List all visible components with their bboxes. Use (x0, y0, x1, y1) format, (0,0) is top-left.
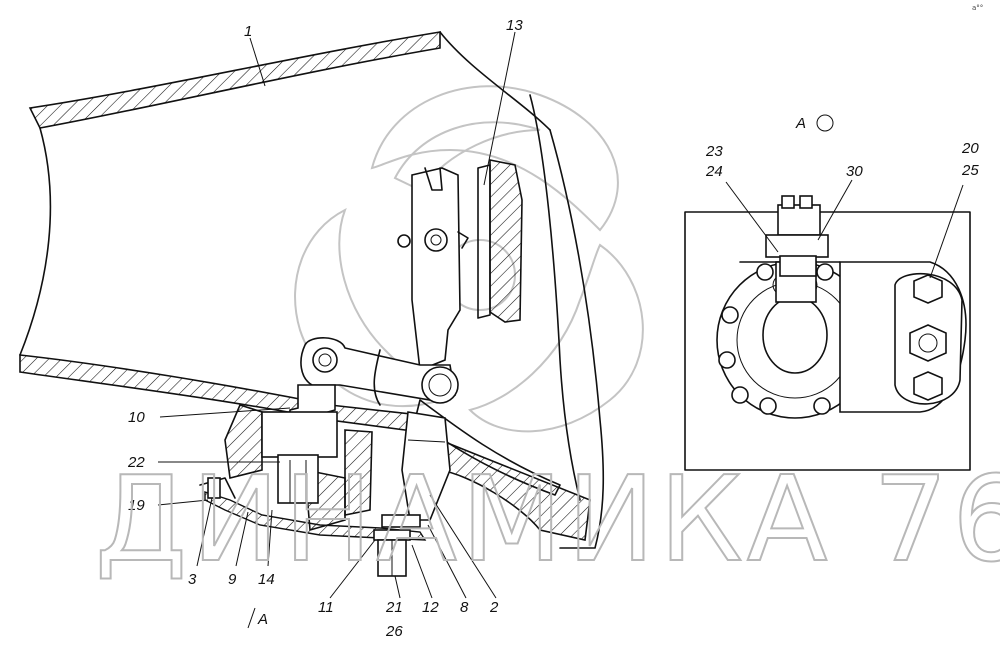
corner-mark: a°° (972, 4, 983, 12)
view-a-panel (684, 179, 971, 471)
callout-2: 2 (489, 599, 499, 616)
callout-23: 23 (705, 143, 723, 160)
callout-14: 14 (258, 571, 275, 588)
leader-lines (157, 31, 516, 629)
cover-plate (199, 477, 427, 541)
callout-21: 21 (385, 599, 403, 616)
callout-13: 13 (506, 17, 523, 34)
panel-inner-contour (529, 94, 581, 501)
callout-10: 10 (128, 409, 145, 426)
watermark-text: ДИНАМИКА 76 (95, 450, 1000, 588)
callout-labels: 1 13 10 22 19 3 9 14 11 21 26 12 8 2 23 … (127, 17, 979, 640)
callout-25: 25 (961, 162, 979, 179)
callout-24: 24 (705, 163, 723, 180)
callout-8: 8 (460, 599, 469, 616)
callout-9: 9 (228, 571, 237, 588)
view-indicator-circle (816, 114, 834, 132)
bolt-assembly (373, 514, 421, 577)
callout-20: 20 (961, 140, 979, 157)
callout-22: 22 (127, 454, 145, 471)
callout-11: 11 (318, 599, 334, 616)
section-a-label: A (257, 611, 268, 628)
callout-1: 1 (244, 23, 252, 40)
pedal-arm (397, 167, 469, 372)
callout-3: 3 (188, 571, 197, 588)
panel-contour (549, 129, 605, 549)
view-a-label: A (795, 115, 806, 132)
push-lever (300, 337, 459, 406)
switch-housing (401, 411, 451, 521)
pressure-switch (765, 195, 829, 277)
callout-26: 26 (385, 623, 403, 640)
side-bracket (839, 261, 967, 413)
pedal-pad (477, 159, 523, 323)
callout-30: 30 (846, 163, 863, 180)
callout-12: 12 (422, 599, 439, 616)
floor-panel-1 (19, 31, 551, 356)
master-cylinder (261, 384, 338, 504)
callout-19: 19 (128, 497, 145, 514)
